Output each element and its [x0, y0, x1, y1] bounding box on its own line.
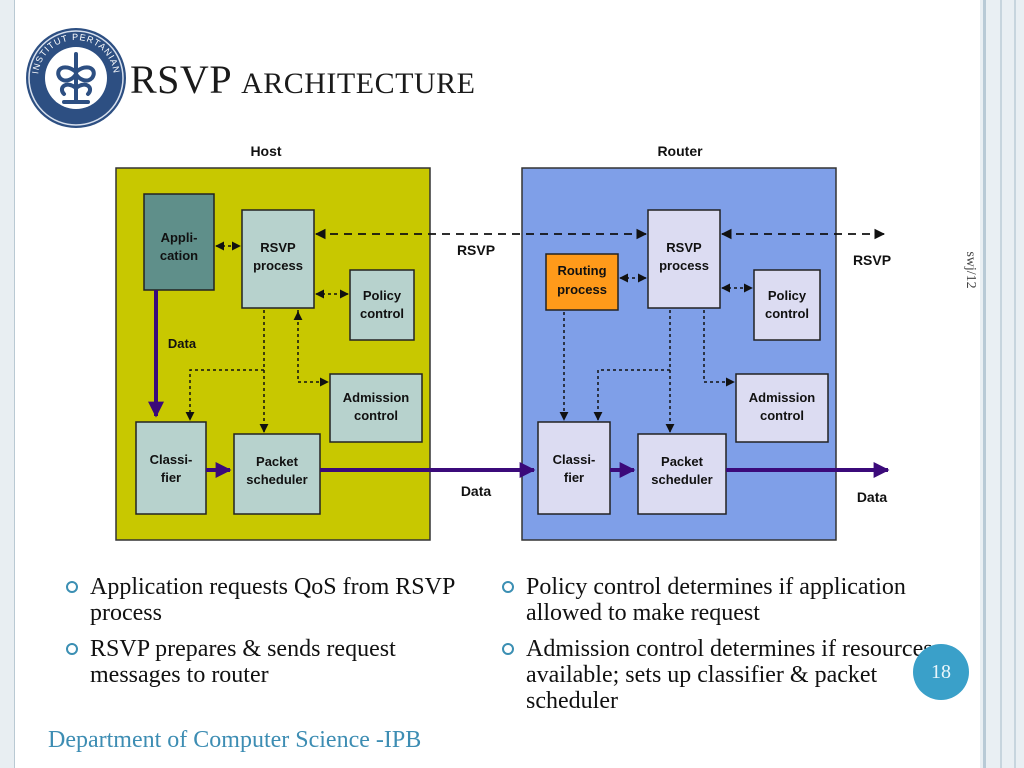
bullets-right: Policy control determines if application… — [498, 574, 958, 724]
host-packet-scheduler-box: Packet scheduler — [233, 433, 321, 515]
rsvp-label-mid: RSVP — [457, 242, 495, 258]
svg-text:RSVP: RSVP — [260, 240, 296, 255]
svg-text:Appli-: Appli- — [161, 230, 198, 245]
right-edge-line-3 — [1014, 0, 1016, 768]
router-routing-process-box: Routing process — [545, 253, 619, 311]
svg-text:scheduler: scheduler — [651, 472, 712, 487]
data-label-right: Data — [857, 489, 888, 505]
router-rsvp-process-box: RSVP process — [647, 209, 721, 309]
right-edge-line-2 — [1000, 0, 1002, 768]
bullet-item: Policy control determines if application… — [498, 574, 958, 626]
host-policy-control-box: Policy control — [349, 269, 415, 341]
svg-text:Classi-: Classi- — [150, 452, 193, 467]
host-label: Host — [250, 143, 281, 159]
svg-text:Classi-: Classi- — [553, 452, 596, 467]
svg-text:process: process — [253, 258, 303, 273]
svg-text:Admission: Admission — [343, 390, 410, 405]
bullet-item: Application requests QoS from RSVP proce… — [62, 574, 462, 626]
footer-department: Department of Computer Science -IPB — [48, 727, 422, 753]
router-policy-control-box: Policy control — [753, 269, 821, 341]
svg-text:fier: fier — [564, 470, 584, 485]
bullet-dot-icon — [66, 581, 78, 593]
bullet-dot-icon — [66, 643, 78, 655]
svg-text:control: control — [765, 306, 809, 321]
rsvp-label-right: RSVP — [853, 252, 891, 268]
side-label: swj/12 — [963, 251, 978, 289]
left-edge-stripe — [0, 0, 15, 768]
host-admission-control-box: Admission control — [329, 373, 423, 443]
host-classifier-box: Classi- fier — [135, 421, 207, 515]
svg-text:RSVP: RSVP — [666, 240, 702, 255]
ipb-logo: INSTITUT PERTANIAN BOGOR — [24, 22, 132, 134]
bullet-dot-icon — [502, 581, 514, 593]
right-edge-stripe — [980, 0, 1024, 768]
page-number-badge: 18 — [913, 644, 969, 700]
bullets-left: Application requests QoS from RSVP proce… — [62, 574, 462, 698]
svg-text:Packet: Packet — [256, 454, 299, 469]
svg-text:Policy: Policy — [363, 288, 402, 303]
host-data-label: Data — [168, 336, 197, 351]
svg-text:Routing: Routing — [557, 263, 606, 278]
bullet-item: RSVP prepares & sends request messages t… — [62, 636, 462, 688]
host-application-box: Appli- cation — [143, 193, 215, 291]
svg-text:Admission: Admission — [749, 390, 816, 405]
router-classifier-box: Classi- fier — [537, 421, 611, 515]
svg-text:process: process — [659, 258, 709, 273]
bullet-dot-icon — [502, 643, 514, 655]
data-label-mid: Data — [461, 483, 492, 499]
svg-text:fier: fier — [161, 470, 181, 485]
svg-text:control: control — [760, 408, 804, 423]
svg-text:cation: cation — [160, 248, 198, 263]
router-label: Router — [657, 143, 703, 159]
svg-text:Packet: Packet — [661, 454, 704, 469]
slide-title: RSVP Architecture — [130, 57, 476, 102]
right-edge-line-1 — [983, 0, 986, 768]
svg-text:control: control — [354, 408, 398, 423]
svg-text:scheduler: scheduler — [246, 472, 307, 487]
router-packet-scheduler-box: Packet scheduler — [637, 433, 727, 515]
host-rsvp-process-box: RSVP process — [241, 209, 315, 309]
svg-text:process: process — [557, 282, 607, 297]
router-admission-control-box: Admission control — [735, 373, 829, 443]
svg-text:control: control — [360, 306, 404, 321]
svg-text:Policy: Policy — [768, 288, 807, 303]
bullet-item: Admission control determines if resource… — [498, 636, 958, 714]
rsvp-architecture-diagram: Host Router Appli- cation RSVP process P… — [108, 138, 908, 548]
